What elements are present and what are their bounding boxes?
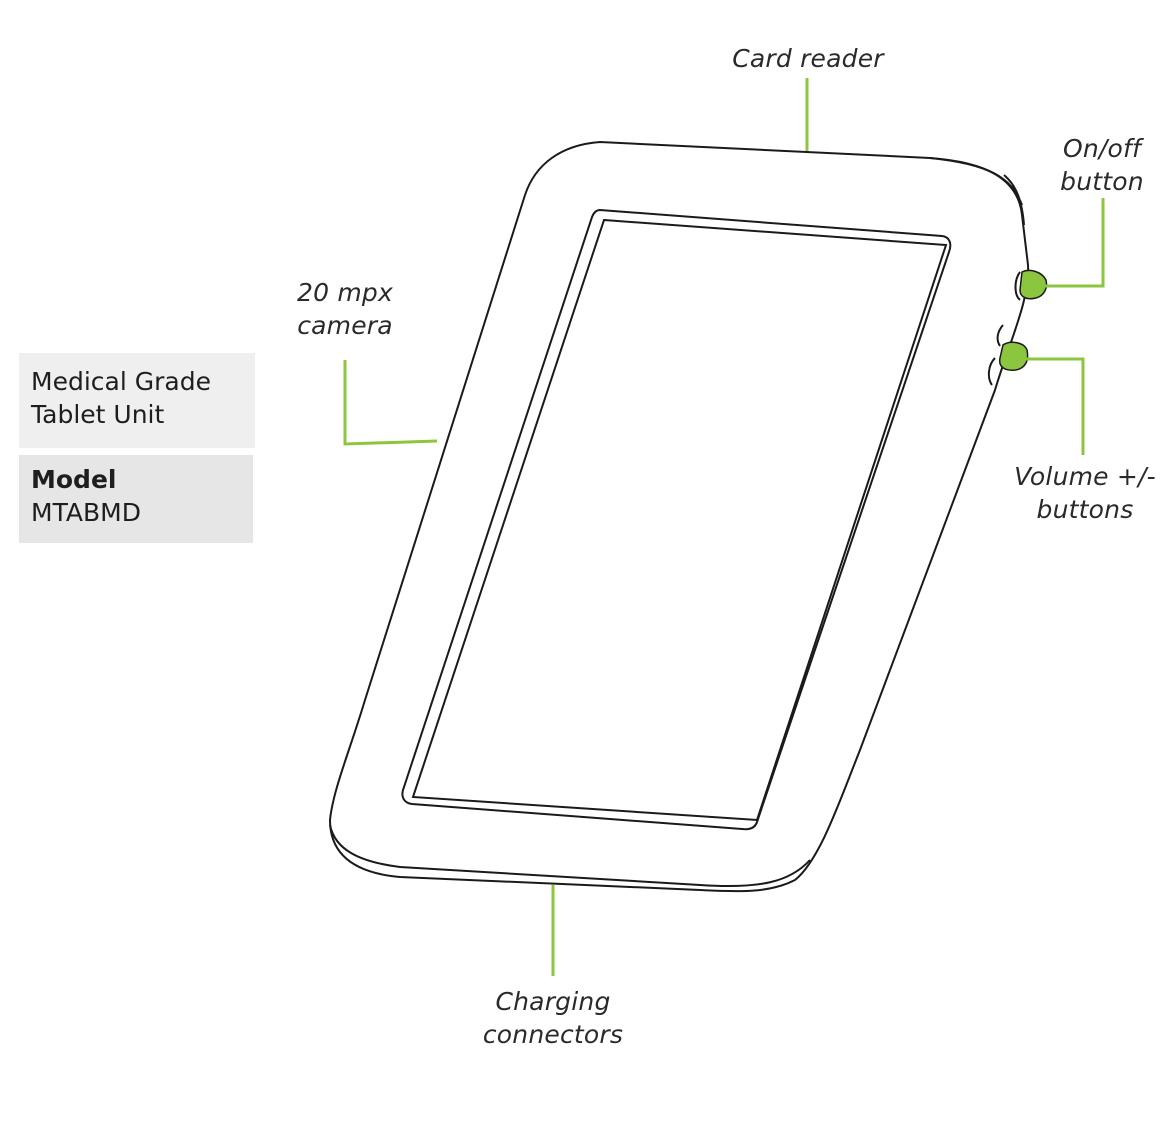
product-name-line1: Medical Grade bbox=[31, 367, 211, 396]
camera-text-line2: camera bbox=[297, 311, 393, 340]
camera-text-line1: 20 mpx bbox=[297, 278, 393, 307]
camera-label: 20 mpx camera bbox=[280, 276, 410, 342]
charging-text-line2: connectors bbox=[482, 1020, 624, 1049]
side-button-recess bbox=[987, 271, 1021, 386]
screen bbox=[411, 218, 948, 822]
card-reader-text: Card reader bbox=[732, 44, 884, 73]
tablet-side-edge bbox=[329, 157, 1025, 888]
volume-label: Volume +/- buttons bbox=[1004, 460, 1166, 526]
on-off-text-line1: On/off bbox=[1062, 134, 1142, 163]
volume-button-icon bbox=[998, 341, 1029, 371]
volume-text-line2: buttons bbox=[1036, 495, 1134, 524]
on-off-text-line2: button bbox=[1060, 167, 1144, 196]
on-off-label: On/off button bbox=[1040, 132, 1164, 198]
model-box: Model MTABMD bbox=[19, 455, 253, 543]
volume-text-line1: Volume +/- bbox=[1014, 462, 1156, 491]
product-name-line2: Tablet Unit bbox=[31, 400, 165, 429]
on-off-leader-line bbox=[1040, 198, 1105, 288]
volume-leader-line bbox=[1022, 357, 1085, 455]
model-label: Model bbox=[31, 465, 117, 494]
model-value: MTABMD bbox=[31, 498, 141, 527]
camera-leader-line bbox=[343, 360, 438, 446]
charging-label: Charging connectors bbox=[470, 985, 636, 1051]
screen-bezel-outline bbox=[401, 208, 952, 831]
product-name-box: Medical Grade Tablet Unit bbox=[19, 353, 255, 448]
on-off-button-icon bbox=[1019, 269, 1048, 300]
card-reader-label: Card reader bbox=[710, 42, 906, 75]
charging-text-line1: Charging bbox=[495, 987, 611, 1016]
